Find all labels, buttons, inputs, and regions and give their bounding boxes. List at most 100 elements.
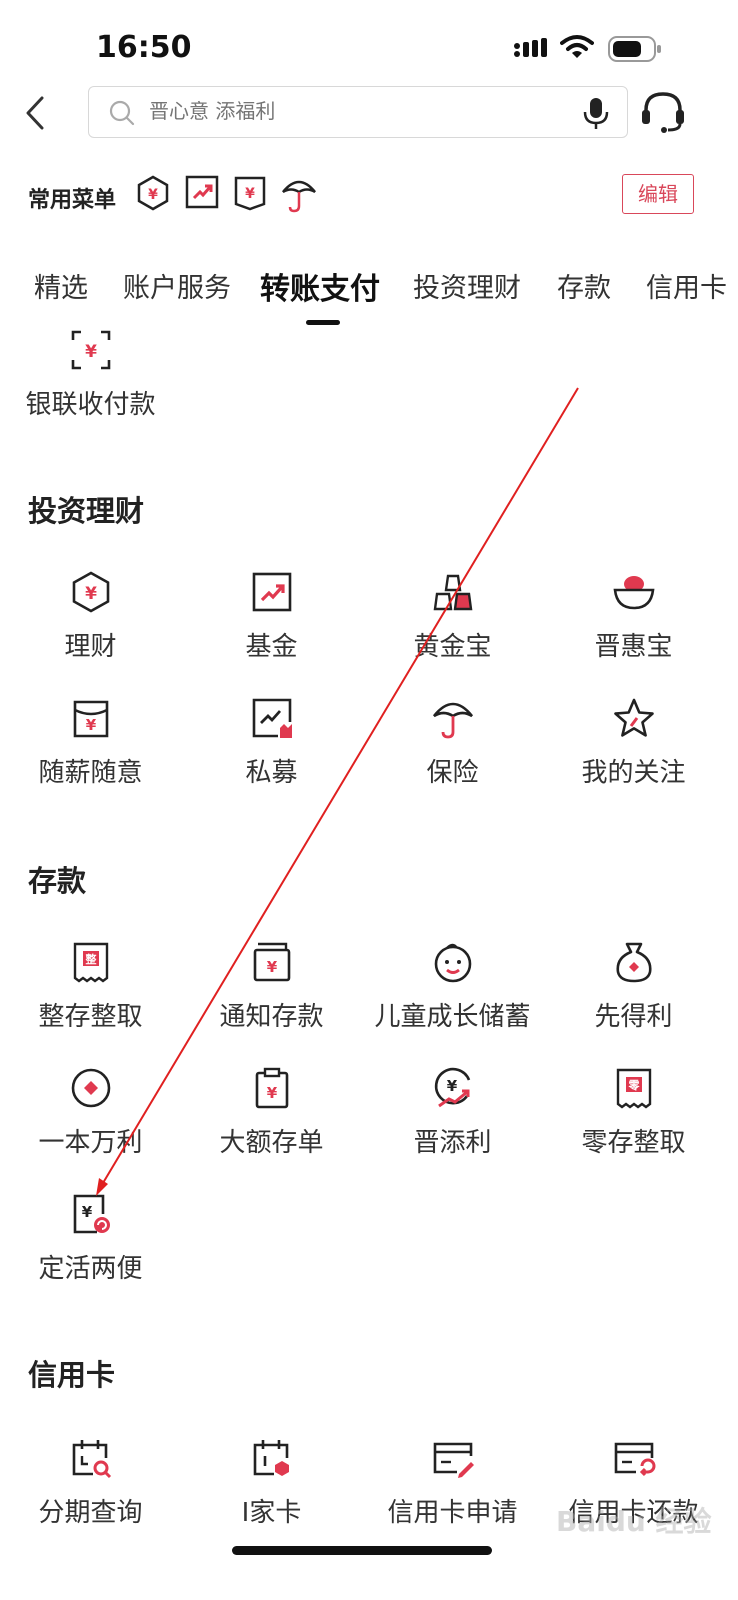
category-tabs: 精选 账户服务 转账支付 投资理财 存款 信用卡 (0, 262, 738, 332)
menu-item-xiandeli[interactable]: 先得利 (543, 940, 724, 1033)
search-icon (109, 100, 135, 126)
private-fund-icon (252, 698, 292, 738)
menu-item-label: 整存整取 (38, 1002, 143, 1032)
menu-item-label: 大额存单 (219, 1128, 324, 1158)
calendar-search-icon (72, 1440, 111, 1479)
svg-text:¥: ¥ (85, 716, 96, 734)
receipt-zero-icon: 零 (616, 1068, 651, 1109)
search-box[interactable] (88, 86, 628, 138)
ingot-icon (613, 576, 654, 610)
menu-item-label: 晋惠宝 (594, 632, 673, 662)
menu-item-label: 基金 (245, 632, 298, 662)
baby-face-icon (434, 943, 471, 983)
section-title-deposit: 存款 (28, 864, 87, 898)
menu-item-label: 黄金宝 (413, 632, 492, 662)
signal-icon (514, 38, 547, 57)
microphone-icon[interactable] (583, 97, 609, 131)
tab-credit-card[interactable]: 信用卡 (646, 273, 727, 304)
menu-item-label: 先得利 (594, 1002, 673, 1032)
salary-bag-icon: ¥ (73, 700, 108, 738)
menu-item-unionpay[interactable]: ¥ 银联收付款 (0, 328, 181, 421)
menu-item-label: 通知存款 (219, 1002, 324, 1032)
svg-text:¥: ¥ (446, 1077, 457, 1095)
svg-text:¥: ¥ (266, 1084, 277, 1102)
tab-featured[interactable]: 精选 (34, 273, 88, 304)
receipt-icon: 整 (73, 942, 108, 983)
active-tab-indicator (306, 320, 340, 325)
svg-text:¥: ¥ (81, 1203, 92, 1221)
menu-item-card-apply[interactable]: 信用卡申请 (362, 1436, 543, 1529)
frequent-menu-bar: 常用菜单 ¥ ¥ 编辑 (0, 172, 738, 222)
back-arrow-icon[interactable] (20, 94, 50, 132)
menu-item-zero-deposit[interactable]: 零 零存整取 (543, 1066, 724, 1159)
salary-bag-icon[interactable]: ¥ (232, 174, 268, 212)
search-input[interactable] (149, 99, 549, 123)
menu-item-i-home-card[interactable]: I家卡 (181, 1436, 362, 1529)
fund-icon (252, 572, 291, 612)
menu-item-label: 信用卡还款 (568, 1498, 699, 1528)
menu-item-jinhuibao[interactable]: 晋惠宝 (543, 570, 724, 663)
menu-item-my-favorites[interactable]: 我的关注 (543, 696, 724, 789)
menu-item-label: 理财 (64, 632, 117, 662)
gold-bars-icon (433, 574, 472, 611)
menu-item-label: 随薪随意 (38, 758, 143, 788)
wifi-icon (560, 35, 594, 58)
baidu-watermark: Baidu 经验 (556, 1505, 712, 1538)
tab-transfer-payment[interactable]: 转账支付 (260, 272, 380, 307)
menu-item-private-fund[interactable]: 私募 (181, 696, 362, 789)
menu-item-card-repay[interactable]: 信用卡还款 (543, 1436, 724, 1529)
menu-item-label: 分期查询 (38, 1498, 143, 1528)
menu-item-yibenwanli[interactable]: 一本万利 (0, 1066, 181, 1159)
menu-item-salary[interactable]: ¥ 随薪随意 (0, 696, 181, 789)
menu-item-insurance[interactable]: 保险 (362, 696, 543, 789)
tab-investment[interactable]: 投资理财 (413, 273, 521, 304)
menu-item-installment-query[interactable]: 分期查询 (0, 1436, 181, 1529)
header-bar (0, 84, 738, 140)
tab-account-services[interactable]: 账户服务 (123, 273, 231, 304)
clipboard-icon: ¥ (255, 1067, 288, 1109)
menu-item-large-cd[interactable]: ¥ 大额存单 (181, 1066, 362, 1159)
svg-text:¥: ¥ (245, 186, 255, 202)
card-repay-icon (614, 1442, 655, 1477)
home-indicator (232, 1546, 492, 1555)
svg-text:¥: ¥ (85, 342, 97, 362)
svg-text:整: 整 (84, 952, 96, 966)
menu-item-child-savings[interactable]: 儿童成长储蓄 (362, 940, 543, 1033)
menu-item-gold[interactable]: 黄金宝 (362, 570, 543, 663)
notice-bag-icon: ¥ (253, 942, 290, 982)
yuan-doc-icon: ¥ (73, 1194, 110, 1234)
customer-service-icon[interactable] (640, 90, 686, 134)
menu-item-label: 儿童成长储蓄 (374, 1002, 531, 1032)
menu-item-jintianli[interactable]: ¥ 晋添利 (362, 1066, 543, 1159)
section-title-credit-card: 信用卡 (28, 1358, 116, 1392)
menu-item-lump-sum[interactable]: 整 整存整取 (0, 940, 181, 1033)
calendar-card-icon (253, 1440, 289, 1476)
wealth-icon[interactable]: ¥ (136, 174, 170, 212)
coin-icon (71, 1068, 110, 1108)
menu-item-label: I家卡 (241, 1498, 302, 1528)
menu-item-wealth[interactable]: ¥ 理财 (0, 570, 181, 663)
section-title-investment: 投资理财 (28, 494, 145, 528)
menu-item-label: 零存整取 (581, 1128, 686, 1158)
tab-deposit[interactable]: 存款 (557, 273, 611, 304)
menu-item-flexible-fixed[interactable]: ¥ 定活两便 (0, 1192, 181, 1285)
menu-item-label: 私募 (245, 758, 298, 788)
svg-text:¥: ¥ (85, 584, 97, 604)
umbrella-icon (432, 702, 473, 739)
menu-item-label: 银联收付款 (25, 390, 156, 420)
svg-text:¥: ¥ (148, 187, 158, 203)
card-apply-icon (433, 1442, 474, 1478)
unionpay-scan-icon: ¥ (71, 330, 110, 370)
menu-item-label: 晋添利 (413, 1128, 492, 1158)
frequent-menu-label: 常用菜单 (28, 188, 117, 213)
menu-item-label: 信用卡申请 (387, 1498, 518, 1528)
menu-item-label: 我的关注 (581, 758, 686, 788)
menu-item-fund[interactable]: 基金 (181, 570, 362, 663)
fund-icon[interactable] (184, 174, 220, 210)
menu-item-label: 定活两便 (38, 1254, 143, 1284)
svg-text:¥: ¥ (266, 958, 277, 976)
edit-button[interactable]: 编辑 (622, 174, 694, 214)
menu-item-notice-deposit[interactable]: ¥ 通知存款 (181, 940, 362, 1033)
star-icon (613, 698, 654, 737)
umbrella-icon[interactable] (280, 174, 318, 214)
